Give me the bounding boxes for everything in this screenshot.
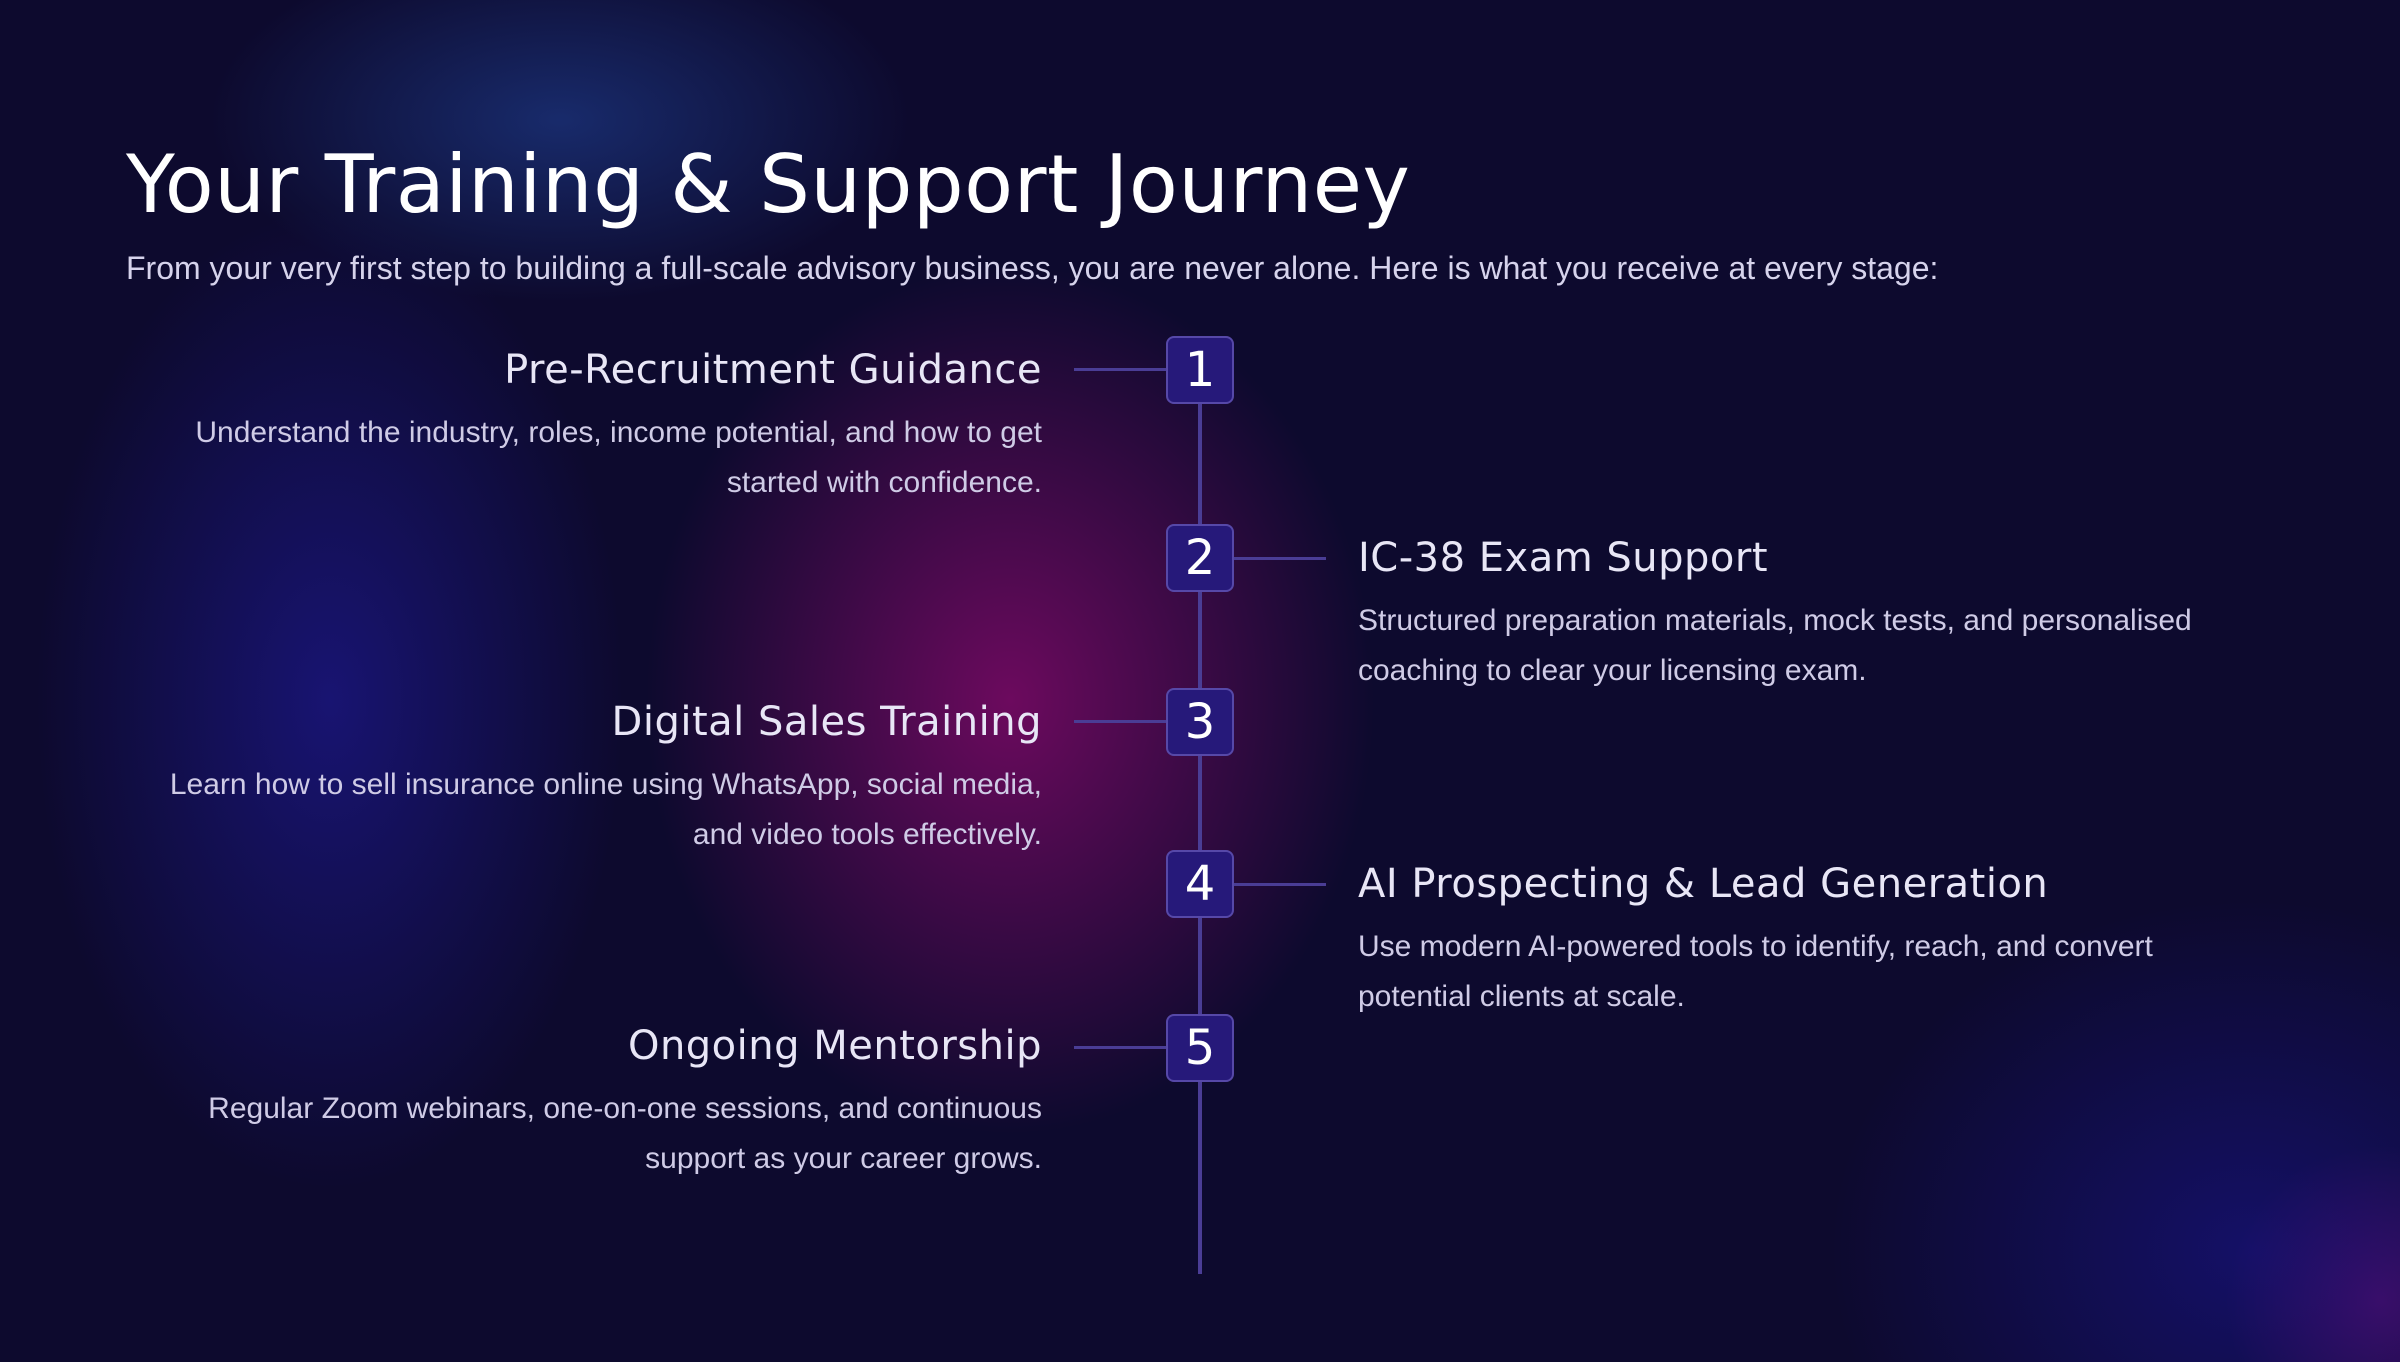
step-2: IC-38 Exam Support Structured preparatio… (1358, 530, 2258, 696)
step-text-5: Regular Zoom webinars, one-on-one sessio… (208, 1092, 1042, 1175)
step-badge-3: 3 (1166, 688, 1234, 756)
step-heading-3: Digital Sales Training (611, 699, 1042, 745)
step-3: Digital Sales Training Learn how to sell… (142, 694, 1042, 860)
connector-2 (1230, 557, 1326, 560)
step-text-2: Structured preparation materials, mock t… (1358, 604, 2192, 687)
step-heading-1: Pre-Recruitment Guidance (504, 347, 1042, 393)
step-5: Ongoing Mentorship Regular Zoom webinars… (142, 1018, 1042, 1184)
step-heading-4: AI Prospecting & Lead Generation (1358, 861, 2049, 907)
step-heading-5: Ongoing Mentorship (627, 1023, 1042, 1069)
page-subtitle: From your very first step to building a … (126, 250, 1939, 286)
step-badge-2: 2 (1166, 524, 1234, 592)
step-text-1: Understand the industry, roles, income p… (195, 416, 1042, 499)
connector-5 (1074, 1046, 1170, 1049)
page-title: Your Training & Support Journey (126, 137, 1411, 231)
connector-4 (1230, 883, 1326, 886)
step-badge-5: 5 (1166, 1014, 1234, 1082)
step-text-4: Use modern AI-powered tools to identify,… (1358, 930, 2153, 1013)
step-4: AI Prospecting & Lead Generation Use mod… (1358, 856, 2258, 1022)
step-1: Pre-Recruitment Guidance Understand the … (142, 342, 1042, 508)
step-heading-2: IC-38 Exam Support (1358, 535, 1769, 581)
connector-3 (1074, 720, 1170, 723)
connector-1 (1074, 368, 1170, 371)
step-text-3: Learn how to sell insurance online using… (169, 768, 1042, 851)
step-badge-1: 1 (1166, 336, 1234, 404)
timeline-line (1198, 336, 1202, 1274)
step-badge-4: 4 (1166, 850, 1234, 918)
